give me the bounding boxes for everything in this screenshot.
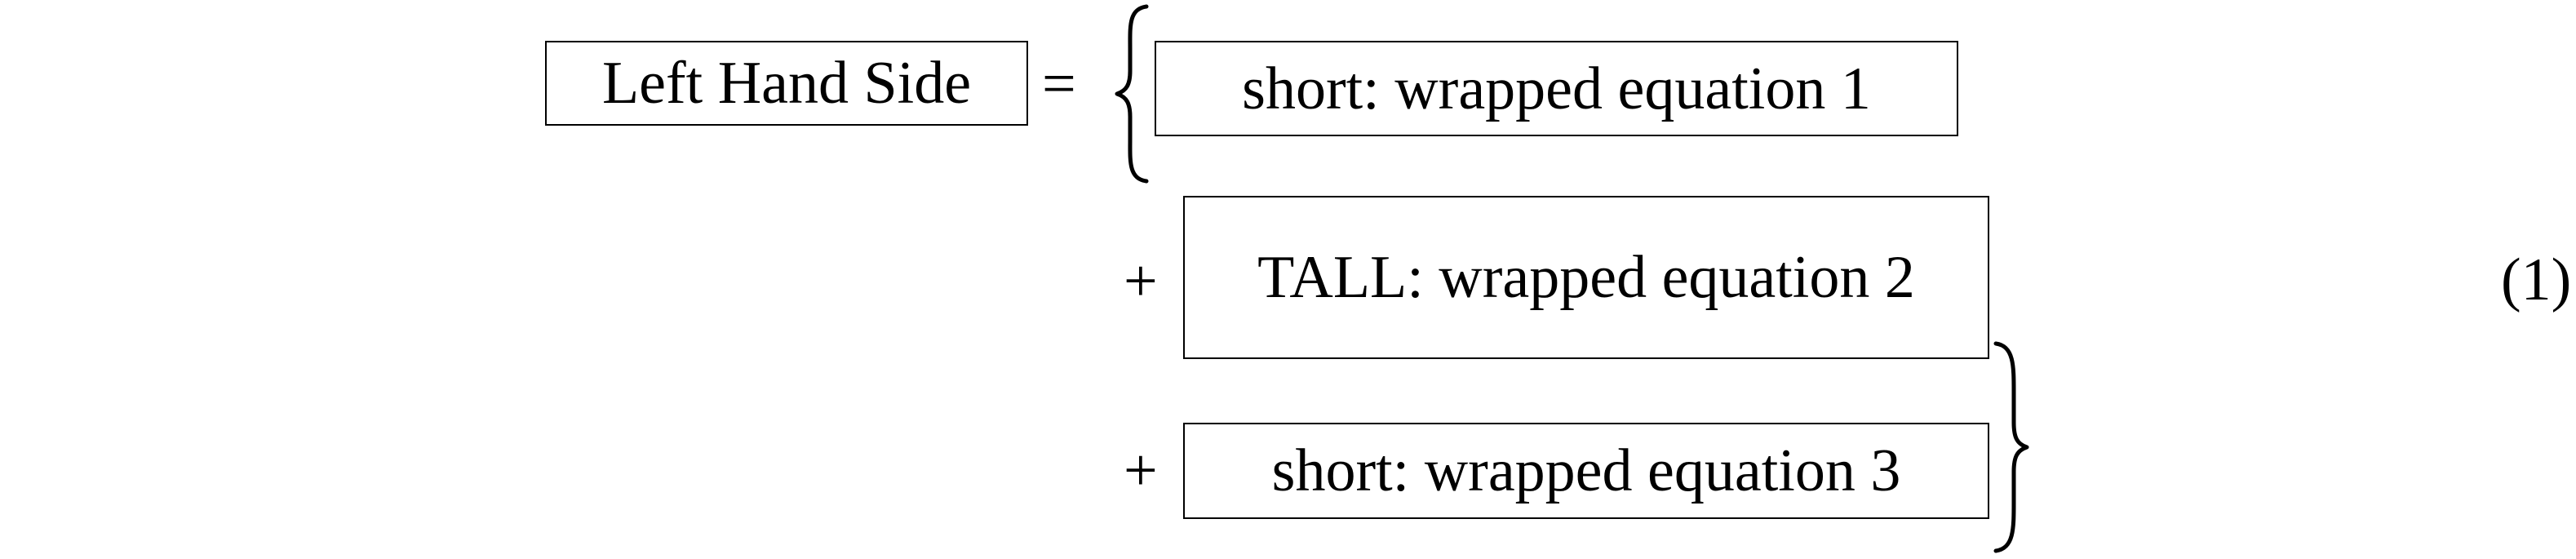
right-curly-brace (1993, 341, 2029, 553)
equals-sign: = (1042, 51, 1076, 118)
equation-number: (1) (2501, 246, 2572, 313)
plus-sign-line-2: + (1124, 248, 1158, 315)
plus-sign-line-3: + (1124, 437, 1158, 504)
term-1-box: short: wrapped equation 1 (1155, 41, 1958, 136)
term-2-box: TALL: wrapped equation 2 (1183, 196, 1989, 359)
lhs-box: Left Hand Side (545, 41, 1028, 126)
left-curly-brace (1115, 4, 1149, 184)
term-3-box: short: wrapped equation 3 (1183, 423, 1989, 519)
